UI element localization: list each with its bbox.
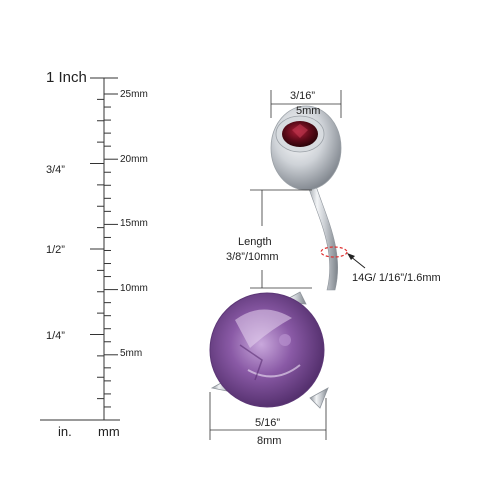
amethyst-stone	[209, 292, 325, 408]
inch-mark-1-4: 1/4”	[46, 330, 65, 342]
length-label: Length	[238, 236, 272, 248]
mm-mark-5: 5mm	[120, 348, 143, 359]
ball-size-mm: 5mm	[296, 105, 321, 117]
inch-mark-3-4: 3/4”	[46, 164, 65, 176]
mm-mark-25: 25mm	[120, 89, 148, 100]
unit-inch-label: in.	[58, 424, 72, 439]
ball-width-dimension	[270, 90, 342, 118]
top-ball	[270, 105, 342, 191]
length-dimension	[250, 189, 312, 289]
inch-title: 1 Inch	[46, 69, 87, 86]
mm-mark-20: 20mm	[120, 154, 148, 165]
inch-mark-1-2: 1/2”	[46, 244, 65, 256]
inch-ticks	[90, 77, 104, 421]
gauge-marker	[320, 246, 366, 269]
ball-size-inch: 3/16”	[290, 90, 316, 102]
gauge-label: 14G/ 1/16”/1.6mm	[352, 272, 441, 284]
stone-width-dimension	[209, 392, 327, 440]
mm-mark-10: 10mm	[120, 283, 148, 294]
curved-bar	[305, 179, 339, 291]
stone-size-inch: 5/16”	[255, 417, 281, 429]
mm-ticks	[104, 93, 118, 421]
mm-mark-15: 15mm	[120, 218, 148, 229]
length-value: 3/8”/10mm	[226, 251, 279, 263]
stone-size-mm: 8mm	[257, 435, 282, 447]
unit-mm-label: mm	[98, 424, 120, 439]
